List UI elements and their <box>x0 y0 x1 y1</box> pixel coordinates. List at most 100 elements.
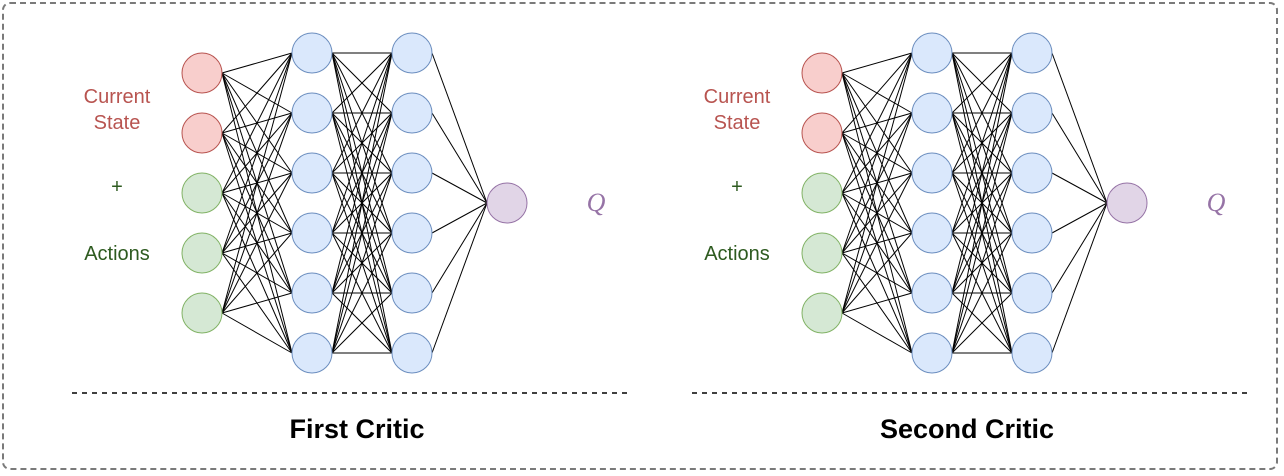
q-output-label: Q <box>587 188 606 217</box>
connection-edge <box>431 112 488 204</box>
connection-edge <box>951 52 1013 234</box>
output-node <box>486 182 528 224</box>
action-input-node <box>181 292 223 334</box>
connection-edge <box>331 52 393 294</box>
connection-edge <box>1051 112 1108 204</box>
nodes <box>181 32 528 374</box>
critic-title: Second Critic <box>880 414 1054 444</box>
dashed-frame <box>2 2 1278 470</box>
connection-edge <box>221 312 293 354</box>
plus-sign: + <box>731 176 743 198</box>
state-input-node <box>801 112 843 154</box>
hidden-layer-2-node <box>391 32 433 74</box>
connection-edge <box>841 112 913 314</box>
connection-edge <box>1051 202 1108 234</box>
state-input-node <box>181 52 223 94</box>
connection-edge <box>841 312 913 354</box>
state-input-node <box>801 52 843 94</box>
critic-title: First Critic <box>289 414 424 444</box>
first-critic-network: Current State + Actions Q First Critic <box>72 32 632 444</box>
hidden-layer-2-node <box>1011 32 1053 74</box>
hidden-layer-2-node <box>1011 92 1053 134</box>
hidden-layer-2-node <box>391 212 433 254</box>
connection-edge <box>221 52 293 254</box>
hidden-layer-1-node <box>911 92 953 134</box>
hidden-layer-1-node <box>291 92 333 134</box>
connection-edge <box>1051 52 1108 204</box>
connection-edge <box>221 52 293 134</box>
connection-edge <box>331 52 393 234</box>
hidden-layer-2-node <box>391 332 433 374</box>
actions-label: Actions <box>704 243 770 265</box>
connection-edge <box>841 52 913 194</box>
hidden-layer-2-node <box>1011 152 1053 194</box>
edges <box>841 52 1108 354</box>
connection-edge <box>221 52 293 74</box>
connection-edge <box>841 52 913 254</box>
hidden-layer-1-node <box>911 32 953 74</box>
hidden-layer-2-node <box>1011 212 1053 254</box>
action-input-node <box>181 232 223 274</box>
hidden-layer-1-node <box>291 332 333 374</box>
hidden-layer-2-node <box>1011 272 1053 314</box>
action-input-node <box>801 292 843 334</box>
connection-edge <box>431 52 488 204</box>
connection-edge <box>1051 202 1108 294</box>
connection-edge <box>431 172 488 204</box>
q-output-label: Q <box>1207 188 1226 217</box>
state-label: State <box>714 112 761 134</box>
connection-edge <box>331 52 393 354</box>
hidden-layer-2-node <box>391 92 433 134</box>
action-input-node <box>181 172 223 214</box>
current-label: Current <box>84 86 151 108</box>
hidden-layer-1-node <box>291 212 333 254</box>
plus-sign: + <box>111 176 123 198</box>
connection-edge <box>431 202 488 234</box>
connection-edge <box>331 52 393 114</box>
connection-edge <box>331 52 393 174</box>
connection-edge <box>1051 202 1108 354</box>
connection-edge <box>221 52 293 314</box>
connection-edge <box>951 52 1013 294</box>
action-input-node <box>801 172 843 214</box>
hidden-layer-1-node <box>291 272 333 314</box>
state-label: State <box>94 112 141 134</box>
connection-edge <box>841 232 913 314</box>
connection-edge <box>841 52 913 74</box>
hidden-layer-2-node <box>1011 332 1053 374</box>
connection-edge <box>221 112 293 314</box>
connection-edge <box>951 172 1013 354</box>
connection-edge <box>331 112 393 354</box>
current-label: Current <box>704 86 771 108</box>
connection-edge <box>1051 172 1108 204</box>
hidden-layer-1-node <box>911 152 953 194</box>
connection-edge <box>221 52 293 194</box>
connection-edge <box>951 52 1013 114</box>
connection-edge <box>841 52 913 314</box>
hidden-layer-1-node <box>911 272 953 314</box>
hidden-layer-1-node <box>911 212 953 254</box>
hidden-layer-2-node <box>391 152 433 194</box>
connection-edge <box>221 292 293 314</box>
connection-edge <box>331 172 393 354</box>
connection-edge <box>841 172 913 314</box>
connection-edge <box>951 292 1013 354</box>
edges <box>221 52 488 354</box>
connection-edge <box>841 292 913 314</box>
hidden-layer-1-node <box>291 152 333 194</box>
connection-edge <box>841 52 913 134</box>
connection-edge <box>331 292 393 354</box>
connection-edge <box>951 52 1013 174</box>
hidden-layer-1-node <box>911 332 953 374</box>
connection-edge <box>431 202 488 294</box>
hidden-layer-1-node <box>291 32 333 74</box>
connection-edge <box>951 112 1013 354</box>
connection-edge <box>221 232 293 314</box>
connection-edge <box>221 172 293 314</box>
output-node <box>1106 182 1148 224</box>
connection-edge <box>431 202 488 354</box>
nodes <box>801 32 1148 374</box>
second-critic-network: Current State + Actions Q Second Critic <box>692 32 1252 444</box>
connection-edge <box>331 232 393 354</box>
actions-label: Actions <box>84 243 150 265</box>
